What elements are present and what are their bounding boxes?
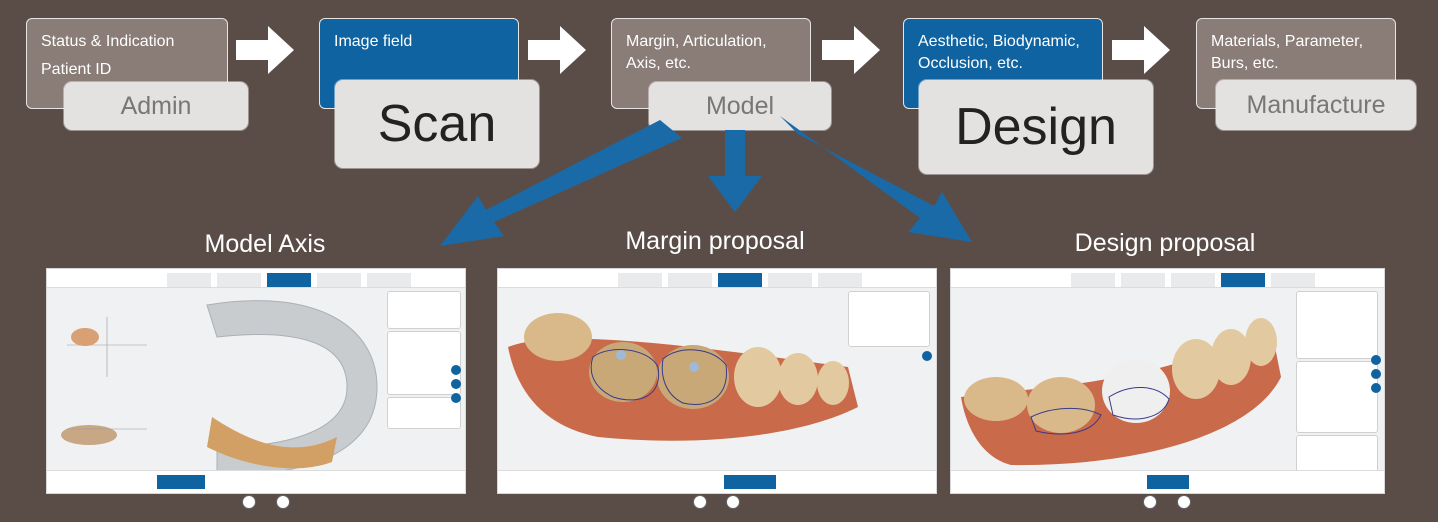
- screen3-control-right[interactable]: [1177, 495, 1191, 509]
- step-arrow-3: [822, 26, 880, 74]
- screen3-control-left[interactable]: [1143, 495, 1157, 509]
- screenshot-margin-proposal: [497, 268, 937, 494]
- stage-manufacture-line-1: Materials, Parameter,: [1211, 33, 1364, 50]
- margin-teeth: [508, 313, 858, 441]
- design-teeth: [961, 318, 1281, 466]
- app-footer: [951, 470, 1384, 493]
- screen1-control-right[interactable]: [276, 495, 290, 509]
- flow-arrow-left: [440, 120, 682, 246]
- stage-model-line-2: Axis, etc.: [626, 55, 691, 72]
- caption-margin-proposal: Margin proposal: [625, 227, 805, 255]
- stage-admin-label: Admin: [64, 82, 248, 130]
- step-arrow-4: [1112, 26, 1170, 74]
- flow-arrow-right: [780, 116, 972, 242]
- screenshot-model-axis: [46, 268, 466, 494]
- stage-scan-line-1: Image field: [334, 33, 413, 50]
- screen2-control-left[interactable]: [693, 495, 707, 509]
- caption-design-proposal: Design proposal: [1074, 229, 1256, 257]
- tab-design[interactable]: [1221, 273, 1265, 287]
- screen2-control-right[interactable]: [726, 495, 740, 509]
- stage-manufacture-line-2: Burs, etc.: [1211, 55, 1279, 72]
- stage-design-label: Design: [919, 80, 1153, 174]
- tab-model[interactable]: [267, 273, 311, 287]
- stage-design-line-2: Occlusion, etc.: [918, 55, 1023, 72]
- flow-arrow-center: [708, 130, 762, 212]
- step-arrow-2: [528, 26, 586, 74]
- screen1-control-left[interactable]: [242, 495, 256, 509]
- stage-model-line-1: Margin, Articulation,: [626, 33, 767, 50]
- step-arrow-1: [236, 26, 294, 74]
- screenshot-design-proposal: [950, 268, 1385, 494]
- tab-model[interactable]: [718, 273, 762, 287]
- app-footer: [498, 470, 936, 493]
- stage-scan-label: Scan: [335, 80, 539, 168]
- stage-model-label: Model: [649, 82, 831, 130]
- caption-model-axis: Model Axis: [204, 230, 326, 258]
- app-footer: [47, 470, 465, 493]
- stage-manufacture-label: Manufacture: [1216, 80, 1416, 130]
- arch-model: [61, 300, 378, 473]
- app-header: [498, 269, 936, 288]
- stage-admin-line-2: Patient ID: [41, 61, 112, 78]
- app-header: [951, 269, 1384, 288]
- stage-admin-line-1: Status & Indication: [41, 33, 175, 50]
- stage-design-line-1: Aesthetic, Biodynamic,: [918, 33, 1080, 50]
